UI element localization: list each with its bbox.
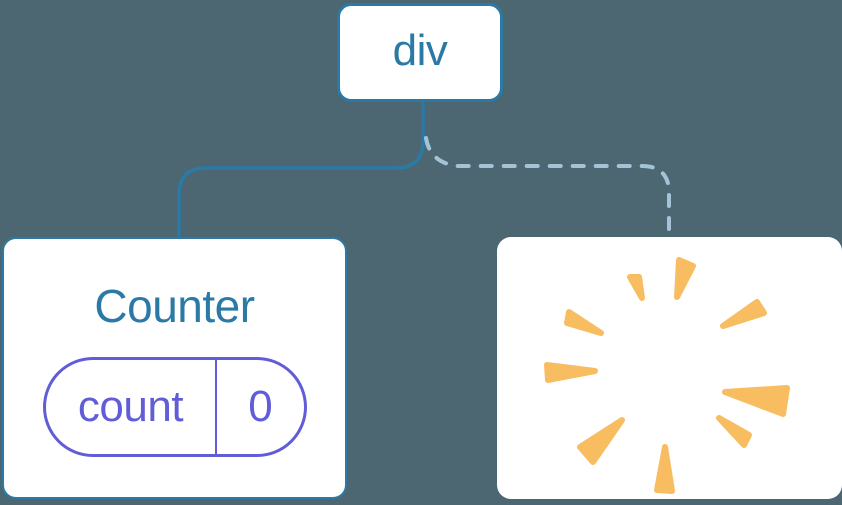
div-node-label: div	[392, 25, 448, 75]
state-key-label: count	[46, 360, 217, 454]
edge-solid-to-counter	[177, 102, 425, 238]
poof-ray	[722, 385, 790, 417]
state-pill: count 0	[43, 357, 307, 457]
poof-ray	[577, 417, 625, 465]
tree-node-div: div	[337, 3, 503, 102]
poof-ray	[544, 362, 598, 383]
poof-ray	[654, 444, 675, 494]
tree-node-counter: Counter count 0	[2, 237, 347, 499]
edge-dashed-to-removed	[424, 136, 671, 240]
poof-ray	[720, 299, 767, 329]
counter-title: Counter	[94, 280, 255, 332]
poof-ray	[716, 415, 752, 448]
state-value: 0	[248, 382, 273, 431]
poof-burst-icon	[544, 257, 790, 494]
poof-ray	[627, 274, 645, 301]
poof-ray	[564, 309, 604, 336]
tree-node-removed	[497, 237, 842, 499]
poof-ray	[674, 257, 696, 300]
